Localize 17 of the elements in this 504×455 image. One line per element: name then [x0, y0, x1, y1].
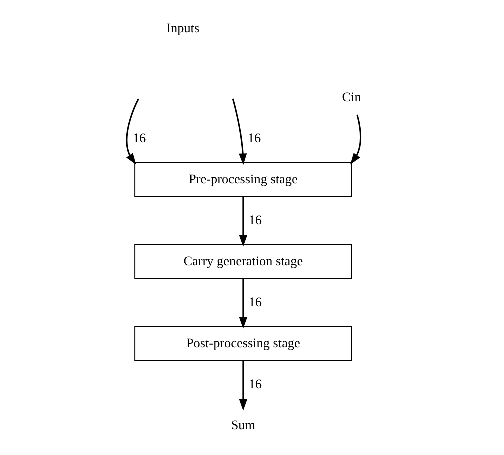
label: Inputs [166, 20, 200, 36]
edge-label: 16 [248, 376, 262, 392]
edge-label: 16 [248, 212, 262, 228]
edge-label: 16 [132, 130, 146, 146]
node-box: Post-processing stage [134, 326, 352, 362]
arrow [239, 361, 248, 411]
arrow [232, 98, 248, 166]
edge-label: 16 [248, 130, 262, 146]
arrow [126, 98, 140, 165]
node-box: Pre-processing stage [134, 162, 352, 198]
node-text: Sum [231, 417, 256, 432]
arrow [239, 197, 248, 248]
arrow [239, 279, 248, 330]
edge-label: 16 [248, 294, 262, 310]
node-text: Cin [342, 89, 362, 104]
node-box: Carry generation stage [134, 244, 352, 280]
arrow [350, 114, 362, 165]
